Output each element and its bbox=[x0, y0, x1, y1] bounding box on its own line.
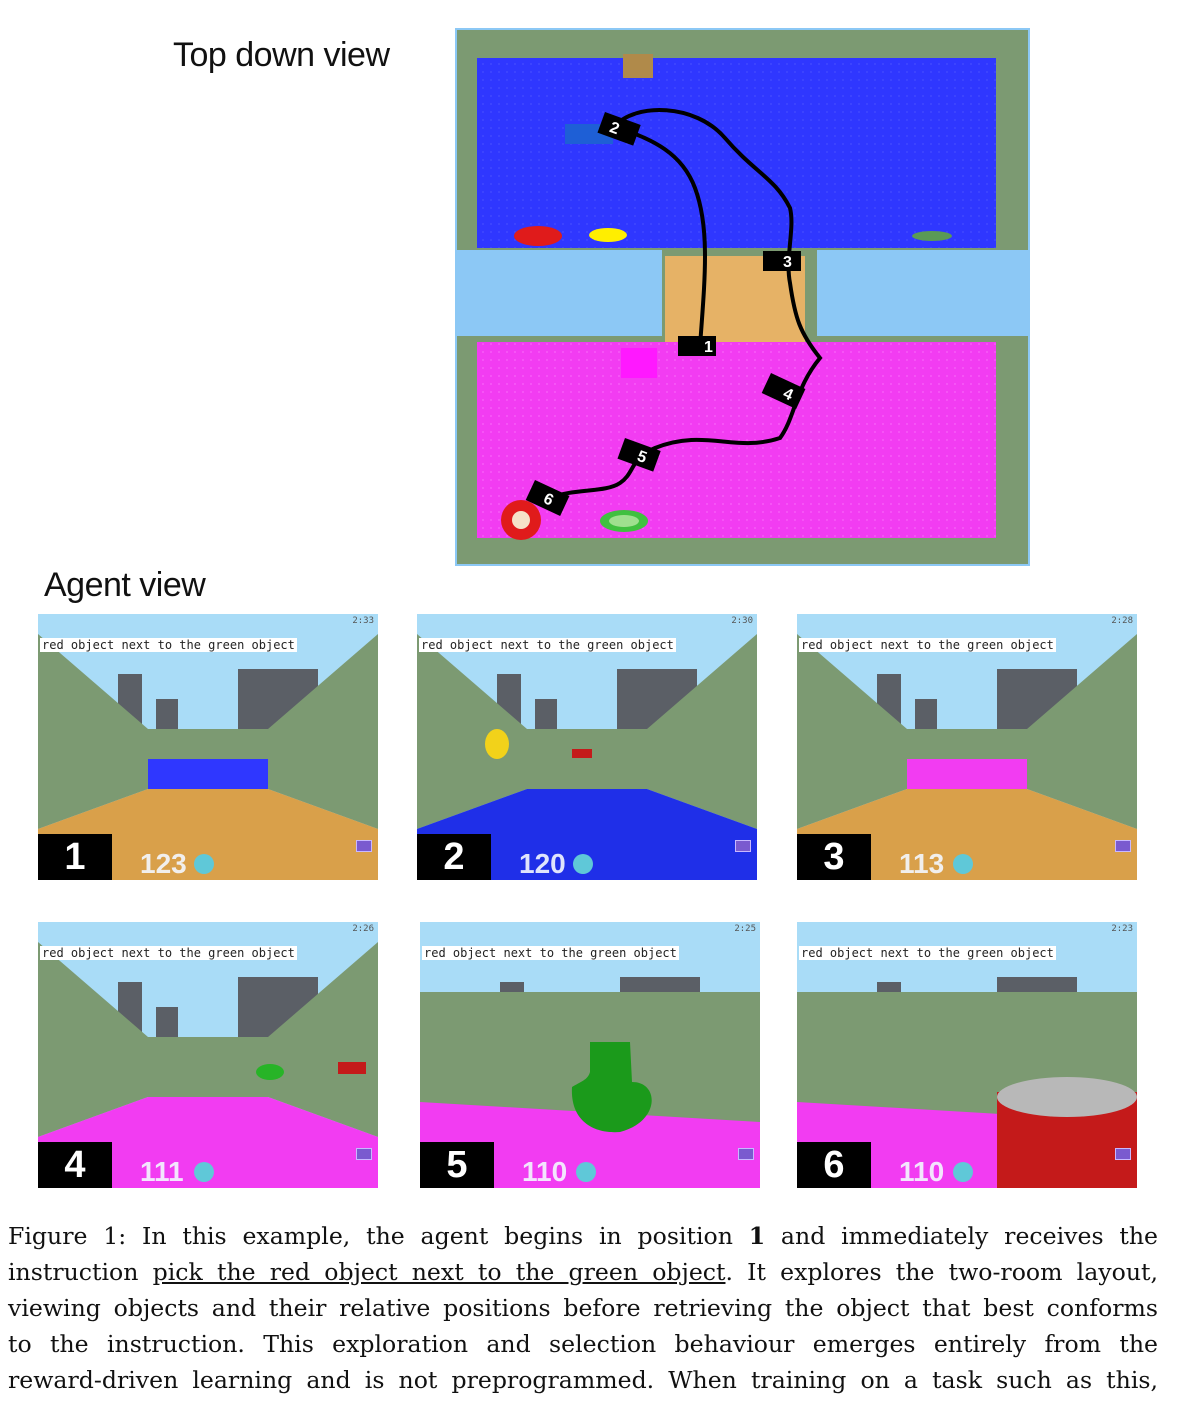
agent-view-label: Agent view bbox=[44, 566, 206, 604]
score-readout: 113 bbox=[899, 848, 945, 879]
instruction-text: red object next to the green object bbox=[40, 946, 297, 960]
instruction-text: red object next to the green object bbox=[799, 638, 1056, 652]
green-flat-object bbox=[912, 231, 952, 241]
position-badge: 2 bbox=[417, 834, 491, 880]
clock-readout: 2:26 bbox=[352, 924, 374, 934]
yellow-object bbox=[589, 228, 627, 242]
figure-caption: Figure 1: In this example, the agent beg… bbox=[8, 1218, 1158, 1398]
crate-object bbox=[623, 54, 653, 78]
hud-indicator-icon bbox=[1115, 840, 1131, 852]
instruction-text: red object next to the green object bbox=[419, 638, 676, 652]
path-marker-5: 5 bbox=[617, 438, 661, 472]
instruction-text: red object next to the green object bbox=[422, 946, 679, 960]
caption-line-3: viewing objects and their relative posit… bbox=[8, 1294, 1158, 1322]
position-badge: 1 bbox=[38, 834, 112, 880]
instruction-text: red object next to the green object bbox=[40, 638, 297, 652]
caption-text: instruction bbox=[8, 1258, 153, 1286]
caption-position-number: 1 bbox=[748, 1222, 766, 1250]
caption-instruction-phrase: pick the red object next to the green ob… bbox=[152, 1258, 726, 1286]
hud-indicator-icon bbox=[735, 840, 751, 852]
agent-view-panel-3: 2:28 red object next to the green object… bbox=[797, 614, 1137, 880]
hud-indicator-icon bbox=[1115, 1148, 1131, 1160]
hud-indicator-icon bbox=[738, 1148, 754, 1160]
score-readout: 120 bbox=[519, 848, 566, 879]
compass-icon bbox=[194, 1162, 214, 1182]
svg-text:3: 3 bbox=[783, 254, 792, 271]
path-marker-6: 6 bbox=[525, 480, 570, 516]
red-disc-object bbox=[514, 226, 562, 246]
clock-readout: 2:25 bbox=[734, 924, 756, 934]
score-readout: 123 bbox=[140, 848, 187, 879]
clock-readout: 2:33 bbox=[352, 616, 374, 626]
path-marker-2: 2 bbox=[597, 112, 641, 146]
scene-render bbox=[420, 922, 760, 1188]
clock-readout: 2:28 bbox=[1111, 616, 1133, 626]
compass-icon bbox=[953, 1162, 973, 1182]
caption-text: and immediately receives the bbox=[765, 1222, 1158, 1250]
clock-readout: 2:30 bbox=[731, 616, 753, 626]
scene-render bbox=[38, 614, 378, 880]
caption-line-2: instruction pick the red object next to … bbox=[8, 1254, 1158, 1290]
caption-line-4: to the instruction. This exploration and… bbox=[8, 1330, 1158, 1358]
path-marker-1: 1 bbox=[678, 336, 716, 356]
compass-icon bbox=[576, 1162, 596, 1182]
path-marker-4: 4 bbox=[761, 373, 806, 409]
scene-render bbox=[797, 614, 1137, 880]
top-down-view-label: Top down view bbox=[173, 36, 390, 74]
compass-icon bbox=[573, 854, 593, 874]
compass-icon bbox=[953, 854, 973, 874]
scene-render bbox=[38, 922, 378, 1188]
agent-view-panel-2: 2:30 red object next to the green object… bbox=[417, 614, 757, 880]
hud-indicator-icon bbox=[356, 1148, 372, 1160]
score-readout: 110 bbox=[899, 1156, 945, 1187]
caption-line-1: Figure 1: In this example, the agent beg… bbox=[8, 1218, 1158, 1254]
position-badge: 6 bbox=[797, 1142, 871, 1188]
position-badge: 5 bbox=[420, 1142, 494, 1188]
score-readout: 111 bbox=[140, 1156, 184, 1187]
caption-text: . It explores the two-room layout, bbox=[725, 1258, 1158, 1286]
svg-text:1: 1 bbox=[704, 339, 713, 356]
path-marker-3: 3 bbox=[763, 251, 801, 271]
hud-indicator-icon bbox=[356, 840, 372, 852]
clock-readout: 2:23 bbox=[1111, 924, 1133, 934]
caption-line-5: reward-driven learning and is not prepro… bbox=[8, 1366, 1158, 1394]
instruction-text: red object next to the green object bbox=[799, 946, 1056, 960]
caption-text: Figure 1: In this example, the agent beg… bbox=[8, 1222, 749, 1250]
agent-view-panel-6: 2:23 red object next to the green object… bbox=[797, 922, 1137, 1188]
position-badge: 3 bbox=[797, 834, 871, 880]
magenta-cube-object bbox=[621, 348, 657, 378]
agent-view-panel-4: 2:26 red object next to the green object… bbox=[38, 922, 378, 1188]
agent-view-panel-5: 2:25 red object next to the green object… bbox=[420, 922, 760, 1188]
position-badge: 4 bbox=[38, 1142, 112, 1188]
agent-view-panel-1: 2:33 red object next to the green object… bbox=[38, 614, 378, 880]
top-down-map: 1 2 3 4 5 6 bbox=[455, 28, 1030, 566]
score-readout: 110 bbox=[522, 1156, 568, 1187]
compass-icon bbox=[194, 854, 214, 874]
